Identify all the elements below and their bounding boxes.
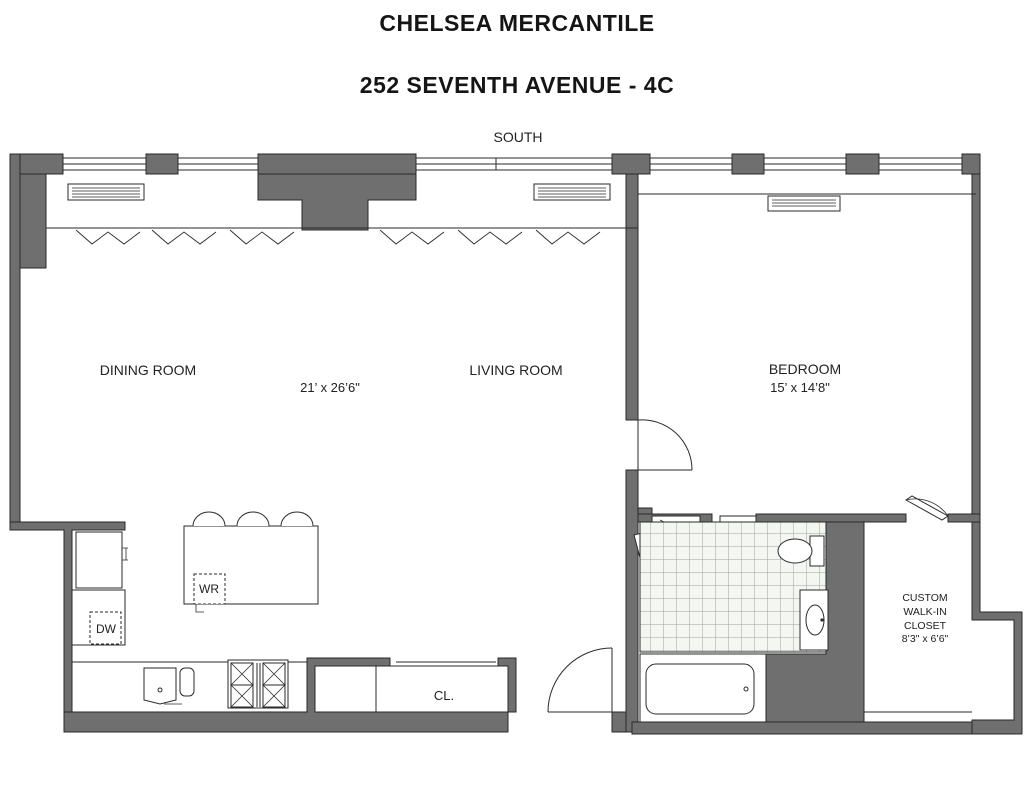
radiators <box>67 183 841 212</box>
living-room-label: LIVING ROOM <box>469 362 562 378</box>
bathroom <box>639 521 829 723</box>
bedroom-label: BEDROOM <box>769 361 841 377</box>
closet-label-line2: WALK-IN <box>903 606 946 618</box>
dining-room-label: DINING ROOM <box>100 362 196 378</box>
kitchen <box>72 511 319 709</box>
windows <box>62 157 963 171</box>
walls <box>9 153 1023 735</box>
unit-address: 252 SEVENTH AVENUE - 4C <box>359 72 675 98</box>
coat-closet <box>375 665 509 713</box>
living-room-dimensions: 21’ x 26’6" <box>300 380 360 395</box>
closet-label-line1: CUSTOM <box>902 592 947 604</box>
building-name: CHELSEA MERCANTILE <box>379 10 655 36</box>
dishwasher-label: DW <box>96 622 117 636</box>
shade-track <box>46 193 976 245</box>
closet-label-line3: CLOSET <box>904 620 947 632</box>
closet-dimensions: 8’3" x 6’6" <box>902 633 949 645</box>
walk-in-closet-outline <box>863 522 972 713</box>
coat-closet-label: CL. <box>434 688 454 703</box>
orientation-label: SOUTH <box>494 129 543 145</box>
washer-label: WR <box>199 582 219 596</box>
bedroom-dimensions: 15’ x 14’8" <box>770 380 830 395</box>
